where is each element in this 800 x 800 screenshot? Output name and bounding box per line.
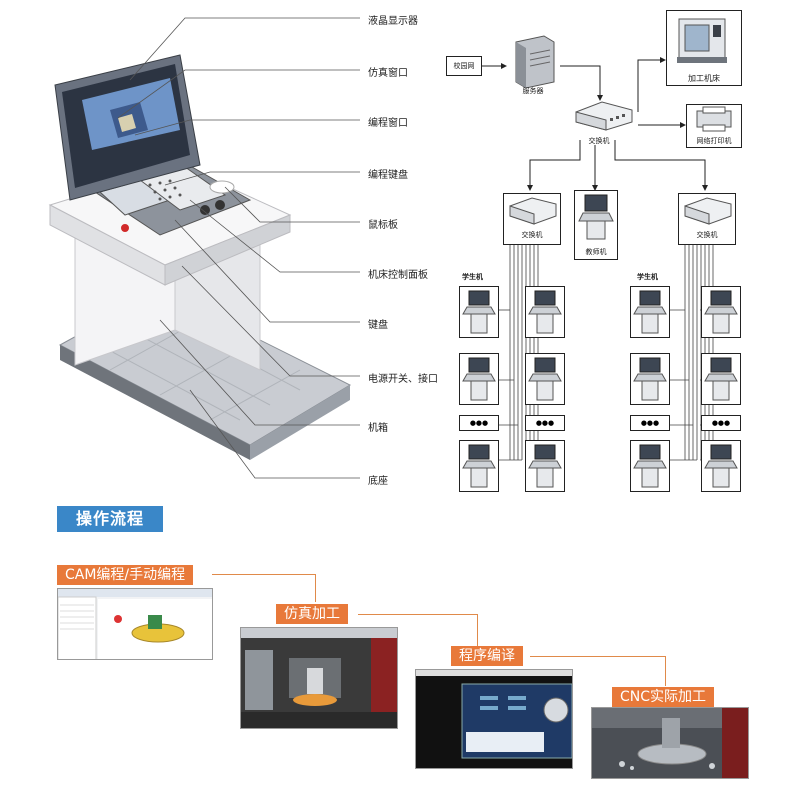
machine-illustration <box>0 0 450 490</box>
connector-1 <box>212 574 316 602</box>
connector-2 <box>358 614 478 646</box>
ellipsis-box: ●●● <box>525 415 565 431</box>
student-station-icon <box>525 353 565 405</box>
student-station-icon <box>459 353 499 405</box>
printer-node: 网络打印机 <box>686 104 742 148</box>
teacher-station-icon <box>578 194 614 240</box>
printer-icon <box>696 106 732 132</box>
machine-tool-node: 加工机床 <box>666 10 742 86</box>
callout-machine-control-panel: 机床控制面板 <box>368 270 428 281</box>
student-right-label: 学生机 <box>637 273 658 281</box>
student-station-icon <box>459 440 499 492</box>
callout-lines <box>117 17 360 479</box>
left-switch-node: 交换机 <box>503 193 561 245</box>
workflow-title: 操作流程 <box>57 506 163 532</box>
cnc-machining-photo <box>591 707 749 779</box>
cnc-machine-icon <box>677 18 727 63</box>
student-left-label: 学生机 <box>462 273 483 281</box>
connector-3 <box>530 656 666 686</box>
server-label: 服务器 <box>522 87 544 95</box>
student-station-icon <box>701 353 741 405</box>
network-lines <box>482 57 714 461</box>
step-cnc-machining: CNC实际加工 <box>612 687 715 707</box>
ellipsis-box: ●●● <box>630 415 670 431</box>
campus-net-label: 校园网 <box>453 62 475 70</box>
ellipsis-label: ●●● <box>640 419 660 427</box>
callout-base: 底座 <box>368 476 388 487</box>
step-simulation: 仿真加工 <box>276 604 348 624</box>
ellipsis-box: ●●● <box>459 415 499 431</box>
simulation-screenshot <box>240 627 398 729</box>
teacher-label: 教师机 <box>585 248 607 256</box>
left-switch-icon <box>509 197 557 225</box>
student-station-icon <box>525 440 565 492</box>
callout-chassis: 机箱 <box>368 423 388 434</box>
server-icon <box>506 34 560 92</box>
step-program-compile: 程序编译 <box>451 646 523 666</box>
cam-software-screenshot <box>57 588 213 660</box>
student-station-icon <box>459 286 499 338</box>
teacher-node: 教师机 <box>574 190 618 260</box>
callout-programming-window: 编程窗口 <box>368 118 408 129</box>
printer-label: 网络打印机 <box>696 137 732 145</box>
right-switch-icon <box>684 197 732 225</box>
student-station-icon <box>701 440 741 492</box>
student-station-icon <box>630 353 670 405</box>
campus-net-node: 校园网 <box>446 56 482 76</box>
student-station-icon <box>630 286 670 338</box>
machine-tool-label: 加工机床 <box>688 74 720 83</box>
left-switch-label: 交换机 <box>521 231 543 239</box>
callout-lcd-monitor: 液晶显示器 <box>368 16 418 27</box>
step-cam-programming: CAM编程/手动编程 <box>57 565 194 585</box>
ellipsis-box: ●●● <box>701 415 741 431</box>
callout-programming-keyboard: 编程键盘 <box>368 170 408 181</box>
ellipsis-label: ●●● <box>711 419 731 427</box>
callout-power-switch: 电源开关、接口 <box>368 374 438 385</box>
student-station-icon <box>630 440 670 492</box>
student-station-icon <box>525 286 565 338</box>
main-switch-label: 交换机 <box>588 137 610 145</box>
student-station-icon <box>701 286 741 338</box>
compile-screenshot <box>415 669 573 769</box>
right-switch-node: 交换机 <box>678 193 736 245</box>
main-switch-icon <box>572 100 636 132</box>
callout-simulation-window: 仿真窗口 <box>368 68 408 79</box>
callout-mouse-pad: 鼠标板 <box>368 220 398 231</box>
callout-keyboard: 键盘 <box>368 320 388 331</box>
ellipsis-label: ●●● <box>535 419 555 427</box>
right-switch-label: 交换机 <box>696 231 718 239</box>
ellipsis-label: ●●● <box>469 419 489 427</box>
